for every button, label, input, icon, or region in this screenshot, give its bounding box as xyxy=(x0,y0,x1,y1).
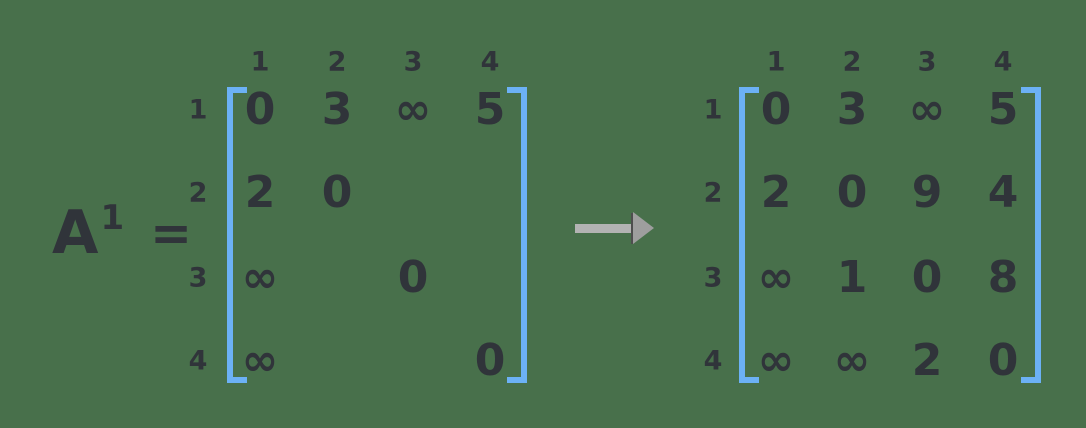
col-header: 4 xyxy=(480,46,500,78)
col-header: 1 xyxy=(766,46,786,78)
col-header: 1 xyxy=(250,46,270,78)
left-bracket xyxy=(227,87,247,383)
right-bracket xyxy=(1021,87,1041,383)
row-header: 4 xyxy=(703,345,723,377)
matrix-cell: 4 xyxy=(987,167,1019,218)
matrix-cell: 0 xyxy=(474,335,506,386)
arrow-head xyxy=(633,212,654,244)
matrix-cell: ∞ xyxy=(394,84,432,135)
matrix-cell: ∞ xyxy=(757,252,795,303)
col-header: 2 xyxy=(327,46,347,78)
matrix-cell: 0 xyxy=(397,252,429,303)
matrix-cell: 2 xyxy=(760,167,792,218)
arrow-head-edge xyxy=(631,213,633,244)
matrix-name: A xyxy=(52,198,99,268)
left-bracket xyxy=(739,87,759,383)
row-header: 3 xyxy=(188,262,208,294)
matrix-cell: 9 xyxy=(911,167,943,218)
matrix-equation-label: A 1 = xyxy=(52,198,193,268)
matrix-cell: ∞ xyxy=(833,335,871,386)
arrow-shaft xyxy=(575,224,632,233)
row-header: 2 xyxy=(703,177,723,209)
col-header: 4 xyxy=(993,46,1013,78)
matrix-cell: 3 xyxy=(321,84,353,135)
col-header: 3 xyxy=(917,46,937,78)
matrix-cell: 0 xyxy=(836,167,868,218)
matrix-cell: 3 xyxy=(836,84,868,135)
matrix-cell: ∞ xyxy=(241,252,279,303)
matrix-cell: 2 xyxy=(244,167,276,218)
matrix-cell: 0 xyxy=(987,335,1019,386)
matrix-cell: 5 xyxy=(987,84,1019,135)
col-header: 3 xyxy=(403,46,423,78)
matrix-cell: ∞ xyxy=(908,84,946,135)
matrix-cell: 8 xyxy=(987,252,1019,303)
row-header: 4 xyxy=(188,345,208,377)
matrix-cell: 1 xyxy=(836,252,868,303)
matrix-cell: ∞ xyxy=(757,335,795,386)
row-header: 2 xyxy=(188,177,208,209)
row-header: 1 xyxy=(703,94,723,126)
right-bracket xyxy=(507,87,527,383)
col-header: 2 xyxy=(842,46,862,78)
matrix-cell: ∞ xyxy=(241,335,279,386)
row-header: 1 xyxy=(188,94,208,126)
equals-sign: = xyxy=(150,204,193,262)
matrix-cell: 5 xyxy=(474,84,506,135)
matrix-cell: 0 xyxy=(321,167,353,218)
matrix-cell: 0 xyxy=(911,252,943,303)
matrix-cell: 0 xyxy=(760,84,792,135)
matrix-superscript: 1 xyxy=(100,198,125,238)
matrix-cell: 0 xyxy=(244,84,276,135)
matrix-cell: 2 xyxy=(911,335,943,386)
row-header: 3 xyxy=(703,262,723,294)
